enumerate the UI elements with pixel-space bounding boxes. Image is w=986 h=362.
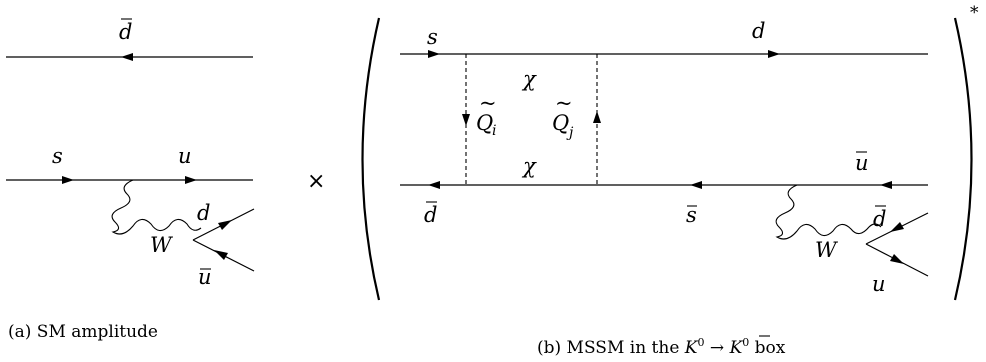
d-outgoing-arrow — [218, 220, 232, 230]
w-label-b: W — [815, 238, 839, 262]
dbar-left-label: d — [424, 203, 437, 227]
d-arrow-b — [768, 50, 780, 58]
sbar-label: s — [686, 203, 697, 227]
ubar-outgoing-arrow — [214, 250, 228, 260]
dbar-top-arrow — [121, 53, 133, 61]
d-label: d — [197, 201, 210, 225]
dbar-left-arrow — [428, 181, 440, 189]
panel-b-caption: (b) MSSM in the K0 → K0 box — [537, 336, 786, 358]
s-label: s — [52, 144, 63, 168]
s-arrow — [62, 176, 74, 184]
dbar-top-label: d — [119, 20, 132, 44]
squark-j-subscript: j — [566, 125, 574, 141]
conjugate-star: * — [970, 3, 979, 23]
dbar-right-label: d — [873, 207, 886, 231]
w-label: W — [150, 233, 174, 257]
sbar-arrow — [690, 181, 702, 189]
u-bottom-arrow — [890, 254, 904, 264]
s-arrow-b — [428, 50, 440, 58]
caption-arrow: → — [705, 338, 730, 358]
squark-j-tilde: ~ — [555, 91, 573, 115]
dbar-right-arrow — [890, 222, 904, 232]
caption-suffix: box — [749, 338, 786, 358]
w-boson-line — [111, 179, 202, 235]
squark-j-label: Q — [552, 111, 569, 135]
u-bottom-label: u — [872, 272, 886, 296]
ubar-label: u — [198, 265, 212, 289]
squark-i-tilde: ~ — [479, 91, 497, 115]
caption-k: K — [729, 338, 744, 358]
panel-a-sm-amplitude: d s u W d u (a) SM amplitude — [6, 18, 255, 342]
ubar-right-label: u — [855, 151, 869, 175]
squark-j-arrow — [593, 111, 601, 123]
s-label-b: s — [427, 25, 438, 49]
squark-i-subscript: i — [492, 123, 496, 139]
u-label: u — [178, 144, 192, 168]
times-operator: × — [307, 169, 325, 194]
squark-i-label: Q — [476, 111, 493, 135]
panel-a-caption: (a) SM amplitude — [8, 322, 158, 342]
right-parenthesis — [953, 17, 973, 301]
panel-b-mssm-box: * s d d s u χ χ Q i ~ Q j ~ — [361, 3, 979, 358]
d-top-label: d — [752, 19, 765, 43]
left-parenthesis — [361, 17, 381, 301]
caption-sup2: 0 — [742, 336, 749, 349]
ubar-right-arrow — [880, 181, 892, 189]
chi-top-label: χ — [521, 67, 537, 91]
caption-prefix: (b) MSSM in the — [537, 338, 685, 358]
squark-i-arrow — [462, 114, 470, 126]
chi-bottom-label: χ — [521, 154, 537, 178]
caption-kbar: K — [684, 338, 699, 358]
u-arrow — [185, 176, 197, 184]
caption-sup1: 0 — [698, 336, 705, 349]
w-boson-line-b — [775, 184, 882, 240]
